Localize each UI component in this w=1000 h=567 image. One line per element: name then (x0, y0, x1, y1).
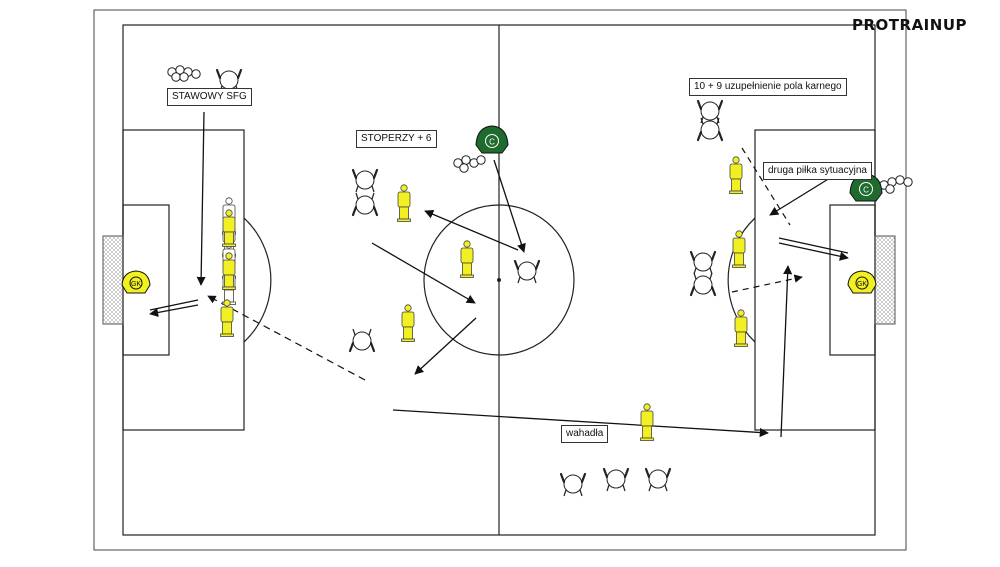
player-7 (696, 117, 724, 142)
player-10 (559, 472, 587, 497)
mannequin-1 (222, 209, 236, 247)
label-stawowy: STAWOWY SFG (167, 88, 252, 106)
coach-marker-right: C (863, 186, 869, 195)
center-spot (497, 278, 501, 282)
mannequin-10 (734, 309, 748, 347)
player-3 (351, 192, 379, 217)
ball-group-left (167, 65, 201, 82)
arrow-up-left (414, 317, 477, 375)
player-9 (689, 272, 717, 297)
player-11 (602, 467, 630, 492)
right-goal (874, 235, 896, 325)
arrow-druga-pilka (769, 177, 831, 216)
arrow-right-double-b (778, 242, 849, 261)
label-stoperzy: STOPERZY + 6 (356, 130, 437, 148)
coach-marker-center: C (489, 138, 495, 147)
dashed-left-run (207, 295, 366, 381)
goalkeeper-marker-right: GK (857, 281, 867, 288)
goalkeeper-left: GK (121, 270, 151, 294)
mannequin-6 (401, 304, 415, 342)
mannequin-5 (460, 240, 474, 278)
left-goal (102, 235, 124, 325)
dashed-right-run (741, 147, 791, 226)
mannequin-7 (640, 403, 654, 441)
arrow-stawowy-run (196, 111, 206, 286)
arrow-diag-down (371, 242, 476, 304)
player-5 (513, 259, 541, 284)
outer-frame (93, 9, 907, 551)
ball-group-right (879, 175, 913, 194)
mannequin-9 (732, 230, 746, 268)
label-uzupelnienie: 10 + 9 uzupełnienie pola karnego (689, 78, 847, 96)
brand-logo: PROTRAINUP (852, 16, 967, 34)
goalkeeper-marker-left: GK (131, 281, 141, 288)
mannequin-4 (397, 184, 411, 222)
dashed-right-cross (731, 274, 803, 293)
left-penalty-arc (243, 217, 272, 343)
arrow-center-up (424, 209, 519, 251)
mannequin-8 (729, 156, 743, 194)
coach-right: C (849, 173, 883, 202)
mannequins (220, 156, 748, 441)
mannequin-3 (220, 299, 234, 337)
mannequin-2 (222, 252, 236, 290)
center-circle (423, 204, 575, 356)
arrow-coach-run (493, 159, 526, 253)
arrow-left-double-b (149, 304, 199, 317)
label-druga-pilka: druga piłka sytuacyjna (763, 162, 872, 180)
coach-center: C (475, 125, 509, 154)
player-4 (348, 328, 376, 353)
player-12 (644, 467, 672, 492)
players (215, 68, 724, 497)
player-8 (689, 250, 717, 275)
arrow-right-double-a (778, 237, 849, 254)
ball-group-center (453, 155, 486, 173)
label-wahadla: wahadła (561, 425, 609, 443)
arrow-wahadla-run (392, 409, 769, 438)
player-2 (351, 168, 379, 193)
arrow-left-double-a (149, 299, 199, 311)
arrow-right-up (780, 265, 793, 438)
goalkeeper-right: GK (847, 270, 877, 294)
